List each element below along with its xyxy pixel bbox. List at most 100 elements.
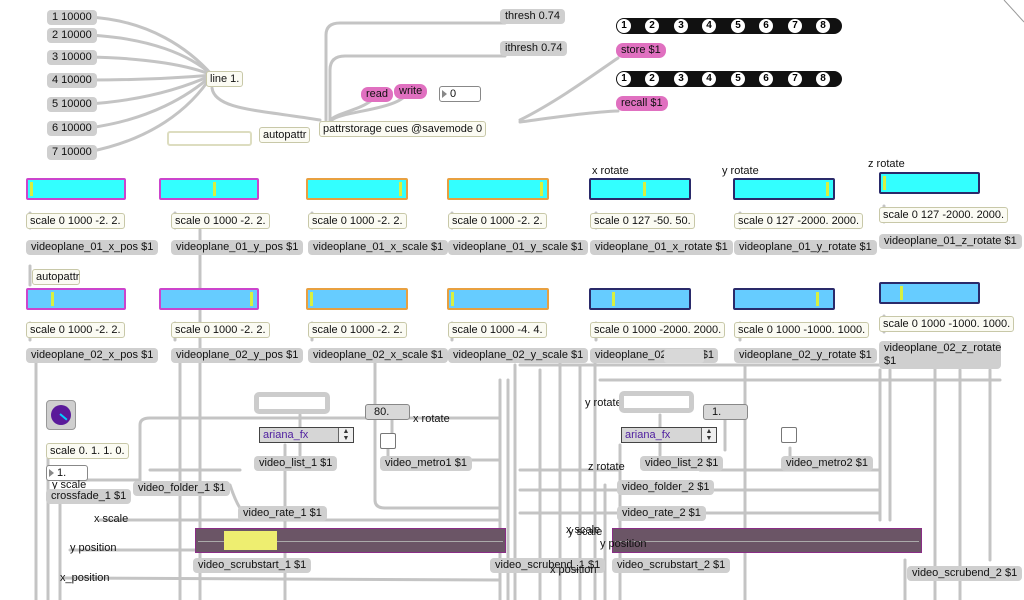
scale-01-y-rotate[interactable]: scale 0 127 -2000. 2000. [734,213,864,229]
slider-knob[interactable] [51,292,54,306]
preset-slot[interactable]: 7 [788,72,802,86]
line-msg-5[interactable]: 5 10000 [47,97,97,112]
autopattr-object[interactable]: autopattr [259,127,311,143]
slider-knob[interactable] [643,182,646,196]
video-scrubend-1-msg[interactable]: video_scrubend_1 $1 [490,558,606,573]
video-list-2-msg[interactable]: video_list_2 $1 [640,456,724,471]
msg-02-x-scale[interactable]: videoplane_02_x_scale $1 [308,348,449,363]
scale-02-x-rotate[interactable]: scale 0 1000 -2000. 2000. [590,322,726,338]
scale-01-x-rotate[interactable]: scale 0 127 -50. 50. [590,213,695,229]
msg-01-x-pos[interactable]: videoplane_01_x_pos $1 [26,240,159,255]
line-msg-7[interactable]: 7 10000 [47,145,97,160]
scale-02-y-rotate[interactable]: scale 0 1000 -1000. 1000. [734,322,870,338]
slider-01-x-pos[interactable] [26,178,126,200]
slider-01-z-rotate[interactable] [879,172,980,194]
number-box-top[interactable]: 0 [439,86,481,102]
preset-slot[interactable]: 2 [645,19,659,33]
line-msg-2[interactable]: 2 10000 [47,28,97,43]
scrub-slider-2[interactable] [612,528,922,553]
slider-knob[interactable] [213,182,216,196]
line-msg-4[interactable]: 4 10000 [47,73,97,88]
line-msg-1[interactable]: 1 10000 [47,10,97,25]
preset-slot[interactable]: 1 [617,72,631,86]
msg-01-z-rotate[interactable]: videoplane_01_z_rotate $1 [879,234,1022,249]
scale-01-x-scale[interactable]: scale 0 1000 -2. 2. [308,213,407,229]
slider-02-y-pos[interactable] [159,288,259,310]
preset-slot[interactable]: 6 [759,72,773,86]
scale-02-y-pos[interactable]: scale 0 1000 -2. 2. [171,322,270,338]
video-metro1-msg[interactable]: video_metro1 $1 [380,456,472,471]
write-button[interactable]: write [394,84,428,99]
msg-02-z-rotate[interactable]: videoplane_02_z_rotate$1 [879,341,1001,369]
msg-02-y-scale[interactable]: videoplane_02_y_scale $1 [448,348,589,363]
scale-01-x-pos[interactable]: scale 0 1000 -2. 2. [26,213,125,229]
msg-01-y-scale[interactable]: videoplane_01_y_scale $1 [448,240,589,255]
slider-02-y-rotate[interactable] [733,288,835,310]
slider-knob[interactable] [250,292,253,306]
preset-slot[interactable]: 8 [816,19,830,33]
read-button[interactable]: read [361,87,394,102]
scale-02-z-rotate[interactable]: scale 0 1000 -1000. 1000. [879,316,1015,332]
metro2-toggle[interactable] [781,427,797,443]
slider-knob[interactable] [30,182,33,196]
line-msg-6[interactable]: 6 10000 [47,121,97,136]
number-box-crossfade[interactable]: 1. [46,465,88,481]
ithresh-msg[interactable]: ithresh 0.74 [500,41,568,56]
video-scrubend-2-msg[interactable]: video_scrubend_2 $1 [907,566,1023,581]
video-metro2-msg[interactable]: video_metro2 $1 [781,456,873,471]
slider-knob[interactable] [900,286,903,300]
slider-knob[interactable] [816,292,819,306]
preset-row-store[interactable]: 1 2 3 4 5 6 7 8 [616,18,842,34]
slider-knob[interactable] [451,292,454,306]
video-scrubstart-2-msg[interactable]: video_scrubstart_2 $1 [612,558,731,573]
number-box-80[interactable]: 80. [365,404,410,420]
preset-slot[interactable]: 2 [645,72,659,86]
umenu-1[interactable]: ariana_fx▲▼ [259,427,354,443]
line-msg-3[interactable]: 3 10000 [47,50,97,65]
crossfade-dial[interactable] [46,400,76,430]
scale-02-x-scale[interactable]: scale 0 1000 -2. 2. [308,322,407,338]
scale-02-x-pos[interactable]: scale 0 1000 -2. 2. [26,322,125,338]
msg-01-x-rotate[interactable]: videoplane_01_x_rotate $1 [590,240,733,255]
preset-slot[interactable]: 8 [816,72,830,86]
thresh-msg[interactable]: thresh 0.74 [500,9,566,24]
slider-knob[interactable] [399,182,402,196]
slider-knob[interactable] [540,182,543,196]
preset-slot[interactable]: 4 [702,19,716,33]
scale-01-y-scale[interactable]: scale 0 1000 -2. 2. [448,213,547,229]
preset-row-recall[interactable]: 1 2 3 4 5 6 7 8 [616,71,842,87]
video-rate-2-msg[interactable]: video_rate_2 $1 [617,506,706,521]
msg-01-y-rotate[interactable]: videoplane_01_y_rotate $1 [734,240,877,255]
recall-button[interactable]: recall $1 [616,96,668,111]
slider-02-y-scale[interactable] [447,288,549,310]
crossfade-msg[interactable]: crossfade_1 $1 [46,489,132,504]
slider-knob[interactable] [826,182,829,196]
store-button[interactable]: store $1 [616,43,666,58]
msg-01-x-scale[interactable]: videoplane_01_x_scale $1 [308,240,449,255]
autopattr-object-2[interactable]: autopattr [32,269,80,285]
scale-01-z-rotate[interactable]: scale 0 127 -2000. 2000. [879,207,1009,223]
video-list-1-msg[interactable]: video_list_1 $1 [254,456,338,471]
scale-crossfade[interactable]: scale 0. 1. 1. 0. [46,443,129,459]
preset-slot[interactable]: 6 [759,19,773,33]
video-rate-1-msg[interactable]: video_rate_1 $1 [238,506,327,521]
pattrstorage-object[interactable]: pattrstorage cues @savemode 0 [319,121,487,137]
video-folder-2-msg[interactable]: video_folder_2 $1 [617,480,715,495]
preset-slot[interactable]: 5 [731,72,745,86]
umenu-2[interactable]: ariana_fx▲▼ [621,427,717,443]
msg-02-x-pos[interactable]: videoplane_02_x_pos $1 [26,348,159,363]
slider-01-x-scale[interactable] [306,178,408,200]
slider-01-y-pos[interactable] [159,178,259,200]
number-box-1[interactable]: 1. [703,404,748,420]
video-scrubstart-1-msg[interactable]: video_scrubstart_1 $1 [193,558,312,573]
slider-01-y-scale[interactable] [447,178,549,200]
preset-slot[interactable]: 1 [617,19,631,33]
preset-slot[interactable]: 4 [702,72,716,86]
gray-button-shape-2[interactable] [619,391,694,413]
msg-02-y-rotate[interactable]: videoplane_02_y_rotate $1 [734,348,877,363]
metro1-toggle[interactable] [380,433,396,449]
scrub-range-fill[interactable] [224,531,277,550]
slider-02-x-scale[interactable] [306,288,408,310]
preset-slot[interactable]: 5 [731,19,745,33]
msg-01-y-pos[interactable]: videoplane_01_y_pos $1 [171,240,304,255]
